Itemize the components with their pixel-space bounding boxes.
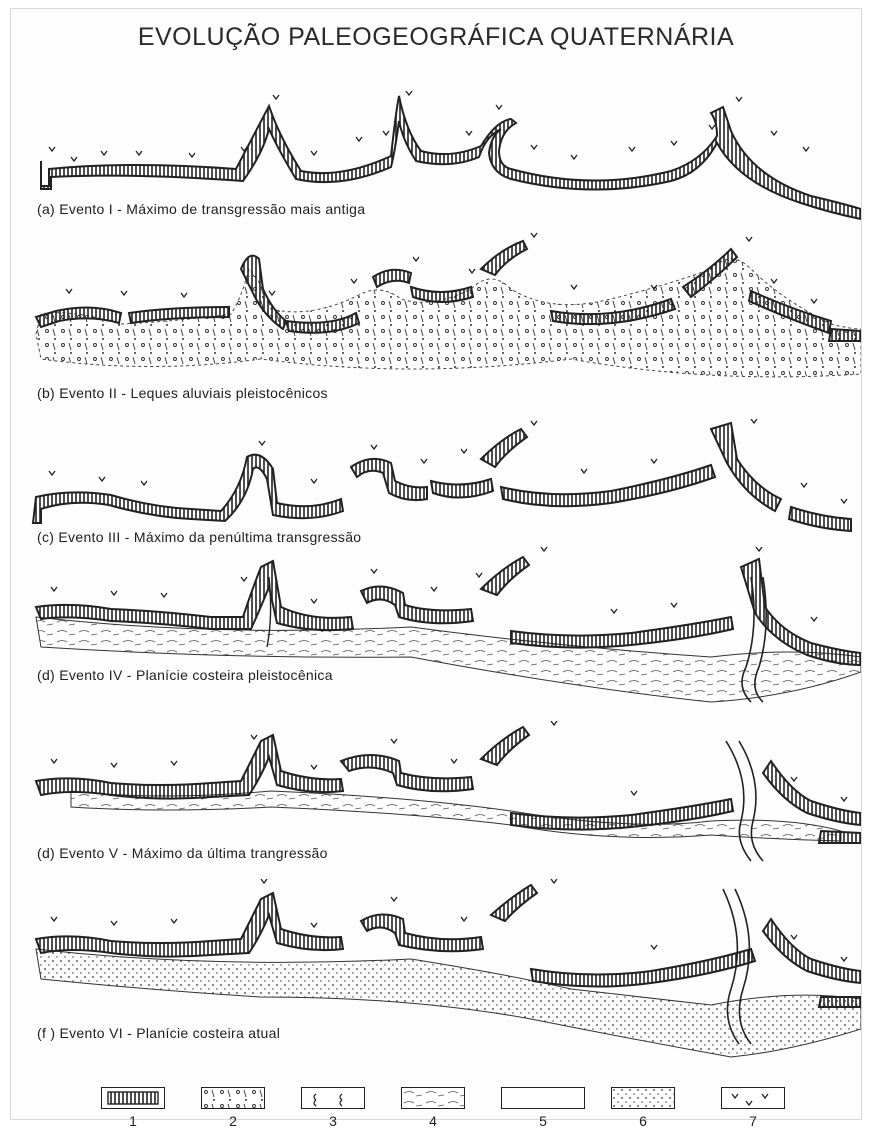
panel-c-caption: (c) Evento III - Máximo da penúltima tra… — [37, 529, 361, 545]
panel-b-drawing — [11, 229, 861, 404]
panel-c: (c) Evento III - Máximo da penúltima tra… — [11, 419, 861, 549]
legend-swatch-cliff-hatch — [101, 1087, 165, 1109]
legend-item-7: 7 — [721, 1087, 785, 1129]
panel-b: (b) Evento II - Leques aluviais pleistoc… — [11, 229, 861, 404]
legend-number: 5 — [501, 1113, 585, 1129]
legend-item-3: 3 — [301, 1087, 365, 1129]
legend-number: 1 — [101, 1113, 165, 1129]
legend-number: 4 — [401, 1113, 465, 1129]
panel-f-caption: (f ) Evento VI - Planície costeira atual — [37, 1025, 280, 1041]
legend-swatch-blank — [501, 1087, 585, 1109]
legend-number: 7 — [721, 1113, 785, 1129]
figure-page: EVOLUÇÃO PALEOGEOGRÁFICA QUATERNÁRIA — [10, 8, 862, 1120]
legend-swatch-dotted-sand — [611, 1087, 675, 1109]
legend-number: 3 — [301, 1113, 365, 1129]
figure-title: EVOLUÇÃO PALEOGEOGRÁFICA QUATERNÁRIA — [11, 23, 861, 52]
legend-item-1: 1 — [101, 1087, 165, 1129]
panel-a-caption: (a) Evento I - Máximo de transgressão ma… — [37, 201, 365, 217]
legend-swatch-lagoon-lines — [401, 1087, 465, 1109]
legend-swatch-marine-shells — [301, 1087, 365, 1109]
panel-b-caption: (b) Evento II - Leques aluviais pleistoc… — [37, 385, 328, 401]
legend-item-4: 4 — [401, 1087, 465, 1129]
legend-item-6: 6 — [611, 1087, 675, 1129]
legend-swatch-alluvial-fan — [201, 1087, 265, 1109]
panel-d: (d) Evento IV - Planície costeira pleist… — [11, 547, 861, 707]
panel-d-drawing — [11, 547, 861, 707]
legend-number: 2 — [201, 1113, 265, 1129]
legend-number: 6 — [611, 1113, 675, 1129]
panel-f: (f ) Evento VI - Planície costeira atual — [11, 879, 861, 1064]
legend-item-5: 5 — [501, 1087, 585, 1129]
panel-e: (d) Evento V - Máximo da última trangres… — [11, 721, 861, 871]
legend-item-2: 2 — [201, 1087, 265, 1129]
panel-a: (a) Evento I - Máximo de transgressão ma… — [11, 91, 861, 221]
legend-swatch-vegetation-marks — [721, 1087, 785, 1109]
panel-d-caption: (d) Evento IV - Planície costeira pleist… — [37, 667, 333, 683]
panel-e-caption: (d) Evento V - Máximo da última trangres… — [37, 845, 328, 861]
